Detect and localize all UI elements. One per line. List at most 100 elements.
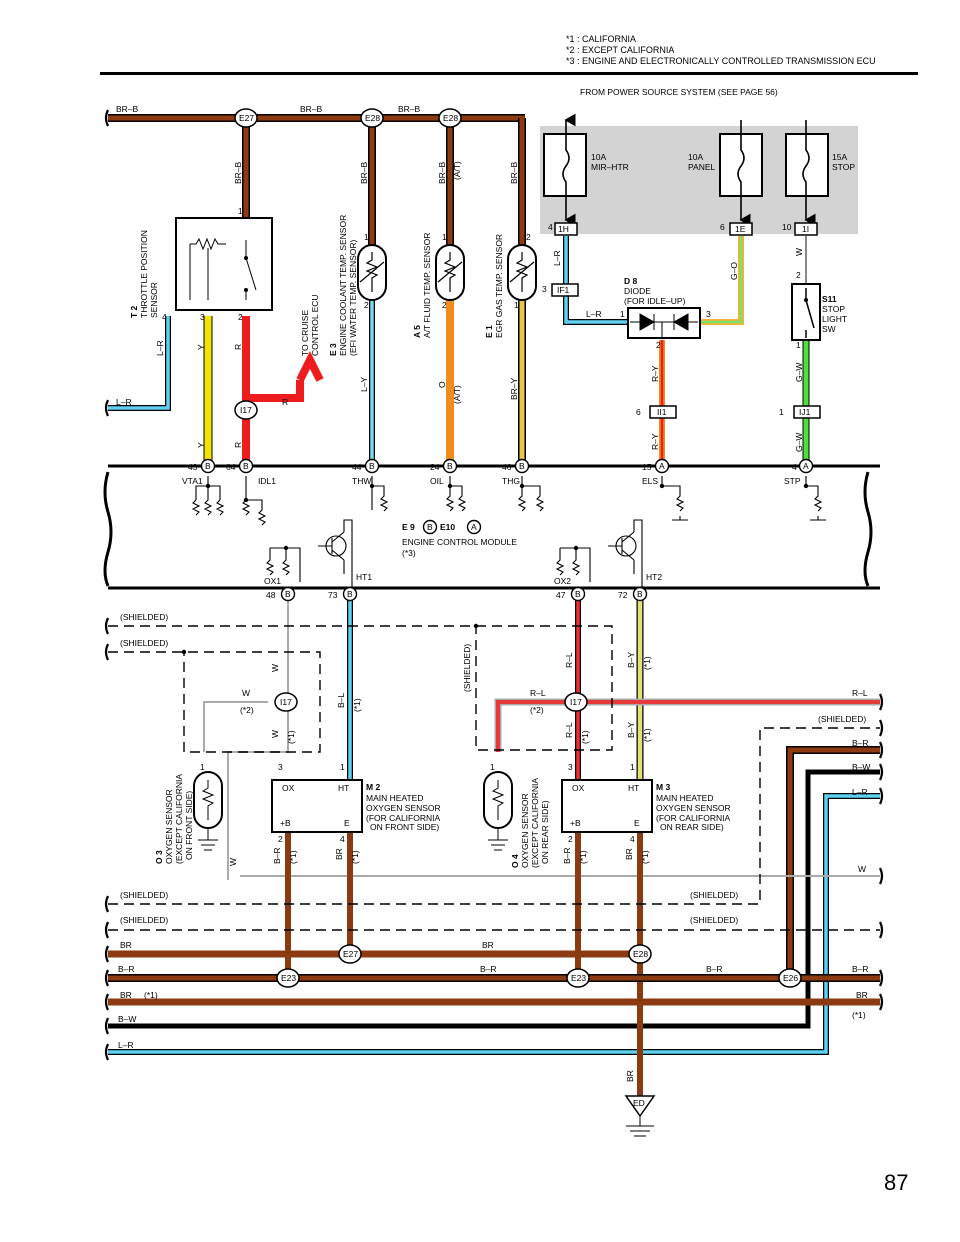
svg-text:48: 48	[266, 590, 276, 600]
svg-text:3: 3	[278, 762, 283, 772]
svg-text:CONTROL ECU: CONTROL ECU	[310, 294, 320, 356]
svg-text:(*1): (*1)	[852, 1010, 866, 1020]
svg-text:E 3: E 3	[328, 343, 338, 356]
vertical-labels: BR–B BR–B BR–B (A/T) BR–B L–R Y Y R R L–…	[129, 161, 804, 1082]
svg-text:E: E	[344, 818, 350, 828]
svg-text:BR: BR	[334, 848, 344, 860]
svg-text:BR–B: BR–B	[398, 104, 421, 114]
svg-text:W: W	[228, 858, 238, 866]
svg-text:II1: II1	[657, 407, 667, 417]
svg-text:15A: 15A	[832, 152, 847, 162]
svg-text:2: 2	[656, 340, 661, 350]
svg-text:2: 2	[526, 232, 531, 242]
svg-text:MAIN HEATED: MAIN HEATED	[656, 793, 713, 803]
svg-text:(EFI WATER TEMP. SENSOR): (EFI WATER TEMP. SENSOR)	[348, 239, 358, 356]
svg-text:(A/T): (A/T)	[452, 385, 462, 404]
svg-text:3: 3	[568, 762, 573, 772]
svg-text:BR: BR	[856, 990, 868, 1000]
svg-text:72: 72	[618, 590, 628, 600]
svg-text:BR–B: BR–B	[116, 104, 139, 114]
svg-text:R–L: R–L	[530, 688, 546, 698]
svg-text:2: 2	[442, 300, 447, 310]
ecm-top-pins: B B B B B A A 43 64 44 24 46 15 4 VTA1 I…	[182, 458, 814, 486]
svg-text:B: B	[427, 522, 433, 532]
footnotes: *1 : CALIFORNIA *2 : EXCEPT CALIFORNIA *…	[566, 34, 876, 67]
svg-text:G–O: G–O	[729, 262, 739, 280]
footnote-3: *3 : ENGINE AND ELECTRONICALLY CONTROLLE…	[566, 56, 876, 66]
svg-text:I17: I17	[240, 405, 252, 415]
ground-ed: ED	[624, 1095, 656, 1137]
svg-text:2: 2	[796, 270, 801, 280]
svg-text:B–Y: B–Y	[626, 722, 636, 738]
svg-text:MAIN HEATED: MAIN HEATED	[366, 793, 423, 803]
svg-text:O 4: O 4	[510, 854, 520, 868]
svg-text:B: B	[205, 461, 211, 471]
break-marks	[104, 109, 884, 1061]
ecm-bottom-pins: B B B B 48 73 47 72 OX1 HT1 OX2 HT2	[264, 572, 662, 602]
svg-text:(SHIELDED): (SHIELDED)	[120, 915, 168, 925]
svg-text:B: B	[347, 589, 353, 599]
svg-text:4: 4	[162, 312, 167, 322]
wire-labels-horizontal: BR–B BR–B BR–B L–R R L–R (SHIELDED) (SHI…	[116, 104, 870, 1050]
svg-text:1: 1	[796, 340, 801, 350]
svg-text:PANEL: PANEL	[688, 162, 716, 172]
svg-text:(SHIELDED): (SHIELDED)	[120, 638, 168, 648]
svg-text:BR–B: BR–B	[509, 161, 519, 184]
svg-text:W: W	[270, 664, 280, 672]
svg-text:1: 1	[779, 407, 784, 417]
svg-text:W: W	[270, 730, 280, 738]
svg-text:(*1): (*1)	[288, 850, 298, 864]
svg-text:1: 1	[200, 762, 205, 772]
svg-text:ON REAR SIDE): ON REAR SIDE)	[540, 800, 550, 864]
svg-text:64: 64	[226, 462, 236, 472]
svg-text:1: 1	[364, 232, 369, 242]
svg-text:B: B	[285, 589, 291, 599]
svg-text:L–R: L–R	[155, 340, 165, 356]
svg-text:BR: BR	[120, 940, 132, 950]
svg-text:B–R: B–R	[480, 964, 497, 974]
svg-text:O: O	[437, 381, 447, 388]
svg-text:B: B	[369, 461, 375, 471]
shield-lines	[108, 625, 880, 931]
page-number: 87	[884, 1170, 908, 1195]
svg-text:STOP: STOP	[822, 304, 845, 314]
svg-text:THG: THG	[502, 476, 520, 486]
diode	[627, 307, 701, 339]
svg-text:(FOR IDLE–UP): (FOR IDLE–UP)	[624, 296, 686, 306]
svg-text:B–Y: B–Y	[626, 652, 636, 668]
svg-text:HT: HT	[338, 783, 349, 793]
svg-text:OXYGEN SENSOR: OXYGEN SENSOR	[656, 803, 731, 813]
thermistor-elements	[359, 252, 535, 292]
svg-text:1I: 1I	[802, 224, 809, 234]
svg-text:STP: STP	[784, 476, 801, 486]
svg-text:Y: Y	[196, 344, 206, 350]
svg-text:OX: OX	[282, 783, 295, 793]
svg-text:BR: BR	[625, 1070, 635, 1082]
svg-text:OX1: OX1	[264, 576, 281, 586]
svg-text:D 8: D 8	[624, 276, 638, 286]
svg-text:OXYGEN SENSOR: OXYGEN SENSOR	[366, 803, 441, 813]
svg-text:(EXCEPT CALIFORNIA: (EXCEPT CALIFORNIA	[174, 774, 184, 864]
stop-light-switch	[791, 283, 821, 341]
svg-text:B–W: B–W	[852, 762, 870, 772]
svg-text:THROTTLE POSITION: THROTTLE POSITION	[139, 230, 149, 318]
svg-text:BR: BR	[624, 848, 634, 860]
svg-text:1H: 1H	[558, 224, 569, 234]
svg-text:(EXCEPT CALIFORNIA: (EXCEPT CALIFORNIA	[530, 778, 540, 868]
svg-text:4: 4	[630, 834, 635, 844]
svg-text:B–R: B–R	[852, 738, 869, 748]
ecm-internals	[191, 476, 826, 588]
svg-text:B: B	[575, 589, 581, 599]
svg-text:OX: OX	[572, 783, 585, 793]
svg-text:B–R: B–R	[272, 847, 282, 864]
svg-text:(*1): (*1)	[578, 850, 588, 864]
svg-text:B–R: B–R	[562, 847, 572, 864]
svg-text:L–R: L–R	[552, 250, 562, 266]
svg-text:BR–B: BR–B	[437, 161, 447, 184]
svg-text:ELS: ELS	[642, 476, 658, 486]
svg-text:O 3: O 3	[154, 850, 164, 864]
svg-text:(SHIELDED): (SHIELDED)	[690, 915, 738, 925]
throttle-position-sensor	[175, 217, 273, 311]
svg-text:VTA1: VTA1	[182, 476, 203, 486]
svg-text:I17: I17	[570, 697, 582, 707]
